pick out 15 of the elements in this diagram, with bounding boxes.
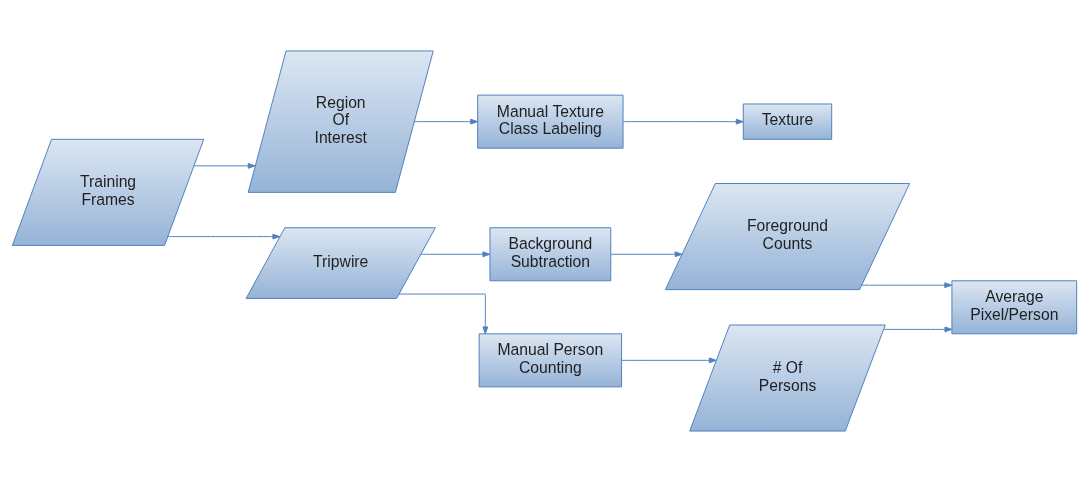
arrow xyxy=(413,118,479,125)
node-box: Average Pixel/Person xyxy=(951,279,1078,334)
arrow xyxy=(420,250,491,257)
node-box: Texture xyxy=(742,103,833,140)
arrow xyxy=(861,281,953,288)
arrow xyxy=(193,162,256,169)
arrow xyxy=(883,326,953,332)
arrow xyxy=(398,293,489,334)
arrow xyxy=(621,356,717,363)
node-box: Manual Person Counting xyxy=(478,332,623,387)
node-box: Manual Texture Class Labeling xyxy=(477,94,624,149)
arrow xyxy=(610,250,683,257)
arrow xyxy=(167,233,281,239)
arrow xyxy=(622,118,744,125)
node-box: Background Subtraction xyxy=(489,226,612,281)
